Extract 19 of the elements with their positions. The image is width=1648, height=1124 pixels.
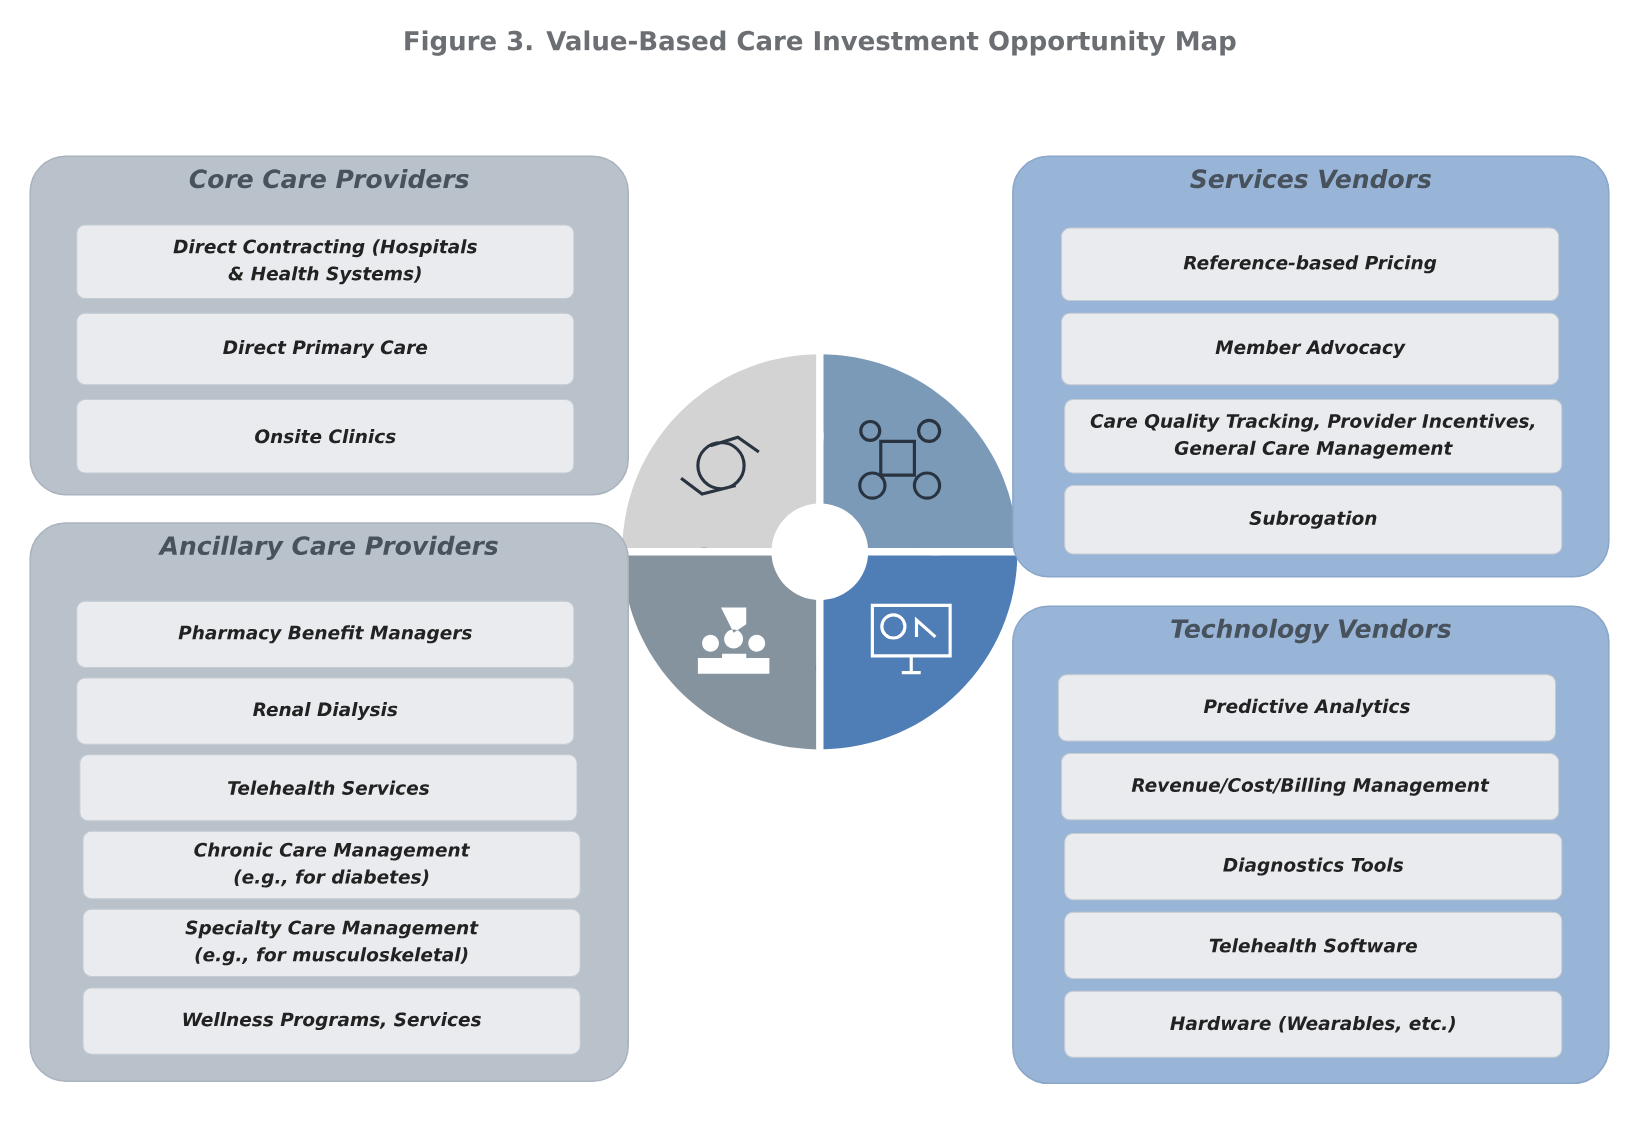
category-box: Wellness Programs, Services bbox=[82, 987, 581, 1055]
category-box: Subrogation bbox=[1064, 485, 1563, 555]
category-box: Onsite Clinics bbox=[76, 398, 575, 474]
category-box: Revenue/Cost/Billing Management bbox=[1061, 753, 1560, 821]
category-box: Diagnostics Tools bbox=[1064, 832, 1563, 901]
category-box: Chronic Care Management (e.g., for diabetes) bbox=[82, 830, 581, 900]
category-box: Direct Contracting (Hospitals & Health Systems) bbox=[76, 224, 575, 299]
category-box: Member Advocacy bbox=[1061, 312, 1560, 386]
category-box: Specialty Care Management (e.g., for musculoskeletal) bbox=[82, 908, 581, 977]
category-box: Renal Dialysis bbox=[76, 677, 575, 745]
figure-title: Figure 3. Value-Based Care Investment Opportunity Map bbox=[405, 30, 1236, 56]
category-box: Telehealth Software bbox=[1064, 911, 1563, 979]
category-box: Reference-based Pricing bbox=[1061, 227, 1560, 302]
category-box: Direct Primary Care bbox=[76, 312, 575, 386]
category-box: Predictive Analytics bbox=[1057, 674, 1557, 742]
category-box: Telehealth Services bbox=[79, 754, 578, 822]
category-box: Hardware (Wearables, etc.) bbox=[1064, 990, 1563, 1058]
category-box: Pharmacy Benefit Managers bbox=[76, 600, 575, 668]
category-box: Care Quality Tracking, Provider Incentives, General Care Management bbox=[1064, 398, 1563, 474]
